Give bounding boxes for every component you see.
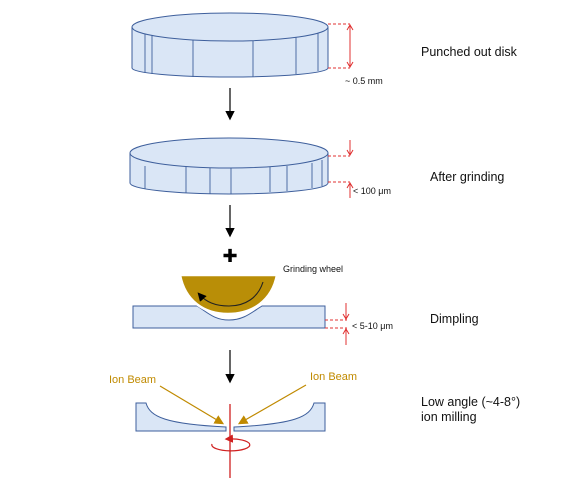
- thickness-label-grinding: < 100 μm: [353, 186, 391, 196]
- stage-label-punched: Punched out disk: [421, 45, 518, 59]
- ion-beam-left-arrow: [159, 385, 225, 425]
- ground-disk: [129, 137, 329, 195]
- grinding-wheel-label: Grinding wheel: [283, 264, 343, 274]
- stage-label-dimpling: Dimpling: [430, 312, 479, 326]
- rotation-arrow-icon: [197, 281, 264, 307]
- thickness-marker-dimpling: [325, 303, 350, 345]
- rotation-direction-icon: [211, 434, 251, 452]
- stage-label-milling-line1: Low angle (~4-8°): [421, 395, 520, 409]
- thickness-label-punched: ~ 0.5 mm: [345, 76, 383, 86]
- ion-beam-right-label: Ion Beam: [310, 371, 357, 383]
- ion-beam-right-arrow: [237, 384, 307, 425]
- milled-specimen: [135, 402, 326, 432]
- grinding-wheel: [178, 273, 279, 316]
- stage-label-grinding: After grinding: [430, 170, 504, 184]
- thickness-label-dimpling: < 5-10 μm: [352, 321, 393, 331]
- ion-beam-left-label: Ion Beam: [109, 374, 156, 386]
- plus-icon: ✚: [222, 246, 237, 267]
- dimpling-specimen: [132, 305, 326, 329]
- thickness-marker-punched: [328, 23, 354, 69]
- thickness-marker-grinding: [328, 140, 354, 198]
- stage-label-milling-line2: ion milling: [421, 410, 477, 424]
- punched-disk: [131, 12, 329, 78]
